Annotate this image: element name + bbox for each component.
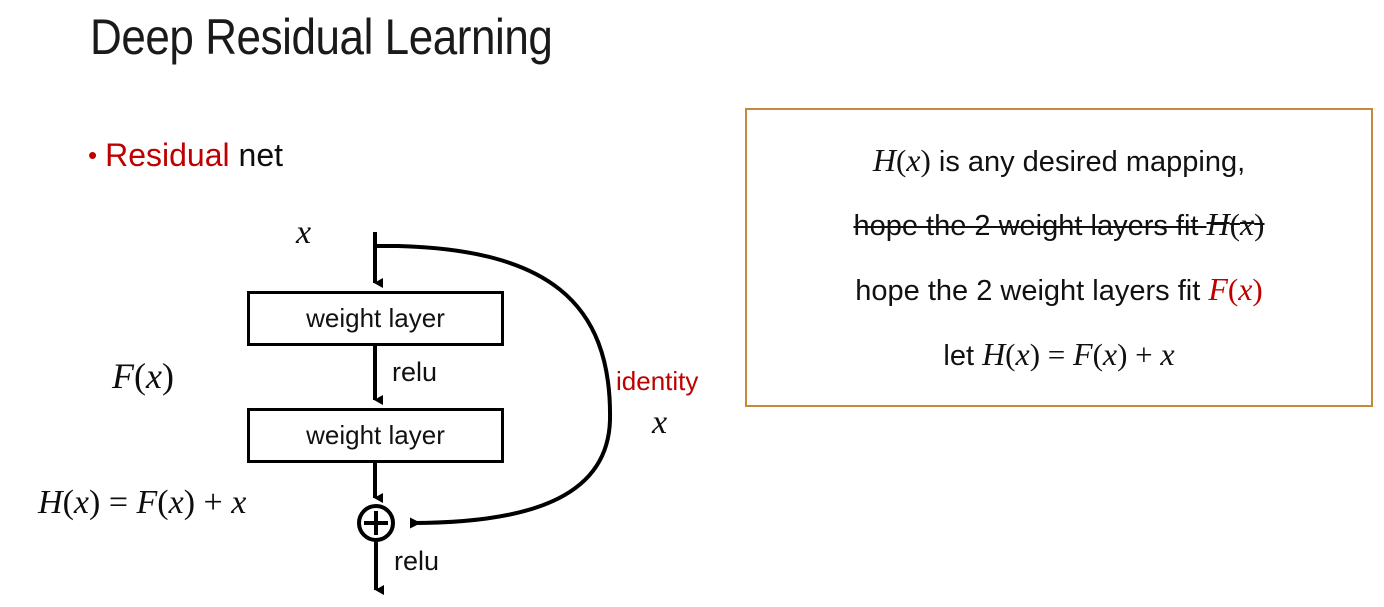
callout-line-let-hx-equals-part-9: ) — [1117, 337, 1128, 373]
eq-symbol-H: H — [38, 484, 63, 521]
eq-symbol-x-2: x — [168, 484, 184, 521]
diagram-residual-function-label: F(x) — [112, 355, 174, 397]
callout-line-let-hx-equals-part-2: ( — [1005, 337, 1016, 373]
callout-line-let-hx-equals-part-0: let — [943, 340, 983, 373]
callout-line-let-hx-equals-part-7: ( — [1092, 337, 1103, 373]
identity-shortcut-value-label: x — [652, 404, 668, 441]
callout-line-let-hx-equals-part-10: + — [1127, 337, 1161, 373]
bullet-rest-text: net — [229, 137, 283, 173]
weight-layer-block-2-label: weight layer — [306, 420, 445, 450]
eq-symbol-x-1: x — [73, 484, 89, 521]
callout-line-desired-mapping: H(x) is any desired mapping, — [873, 142, 1245, 179]
eq-equals: = — [100, 484, 137, 521]
callout-line-hope-fit-hx-part-0: hope the 2 weight layers fit — [853, 210, 1207, 243]
callout-line-hope-fit-fx-part-3: x — [1238, 271, 1253, 308]
eq-paren-open-1: ( — [62, 484, 74, 521]
callout-line-desired-mapping-part-1: ( — [895, 142, 907, 178]
fx-symbol-F: F — [112, 356, 134, 396]
bullet-item-residual-net: •Residual net — [88, 137, 283, 173]
relu-label-output: relu — [394, 546, 440, 576]
callout-line-let-hx-equals-part-6: F — [1073, 336, 1093, 373]
callout-line-hope-fit-hx: hope the 2 weight layers fit H(x) — [853, 206, 1264, 243]
fx-paren-open: ( — [134, 356, 146, 396]
callout-line-hope-fit-fx-part-4: ) — [1252, 272, 1263, 308]
weight-layer-block-1-label: weight layer — [306, 303, 445, 333]
callout-line-let-hx-equals: let H(x) = F(x) + x — [943, 336, 1174, 373]
eq-paren-close-1: ) — [88, 484, 101, 521]
eq-symbol-F: F — [136, 484, 158, 521]
explanation-callout-box: H(x) is any desired mapping,hope the 2 w… — [745, 108, 1373, 407]
diagram-output-equation: H(x) = F(x) + x — [38, 484, 246, 522]
eq-paren-open-2: ( — [157, 484, 169, 521]
callout-line-hope-fit-hx-part-1: H — [1206, 206, 1230, 243]
residual-block-diagram: weight layer weight layer x F(x) relu re… — [38, 214, 699, 595]
fx-paren-close: ) — [161, 356, 174, 396]
diagram-input-label: x — [296, 214, 312, 251]
eq-symbol-x-3: x — [231, 484, 247, 521]
callout-line-hope-fit-hx-part-2: ( — [1229, 207, 1240, 243]
callout-line-hope-fit-hx-part-3: x — [1239, 206, 1255, 243]
page-title: Deep Residual Learning — [90, 9, 553, 65]
callout-line-desired-mapping-part-0: H — [872, 141, 896, 178]
callout-line-desired-mapping-part-3: ) — [920, 142, 931, 178]
callout-line-desired-mapping-part-2: x — [906, 141, 921, 178]
relu-label-mid: relu — [392, 357, 438, 387]
eq-plus: + — [195, 484, 232, 521]
callout-line-hope-fit-fx-part-2: ( — [1227, 272, 1239, 308]
bullet-highlight-text: Residual — [105, 137, 230, 173]
diagram-connectors — [357, 232, 613, 595]
eq-paren-close-2: ) — [183, 484, 196, 521]
weight-layer-block-1: weight layer — [247, 291, 504, 346]
callout-line-let-hx-equals-part-5: = — [1040, 337, 1074, 373]
callout-line-hope-fit-fx: hope the 2 weight layers fit F(x) — [855, 271, 1262, 308]
fx-symbol-x: x — [146, 356, 162, 396]
identity-shortcut-label: identity — [616, 366, 699, 396]
callout-line-let-hx-equals-part-4: ) — [1029, 337, 1041, 373]
callout-line-let-hx-equals-part-1: H — [982, 336, 1006, 373]
identity-shortcut-path — [397, 244, 613, 529]
callout-line-hope-fit-fx-part-1: F — [1208, 271, 1228, 308]
bullet-marker-icon: • — [88, 140, 98, 170]
callout-line-let-hx-equals-part-8: x — [1102, 336, 1118, 373]
callout-line-desired-mapping-part-4: is any desired mapping, — [930, 145, 1246, 178]
callout-line-hope-fit-hx-part-4: ) — [1254, 207, 1265, 243]
weight-layer-block-2: weight layer — [247, 408, 504, 463]
callout-line-let-hx-equals-part-11: x — [1160, 336, 1175, 373]
callout-line-let-hx-equals-part-3: x — [1015, 336, 1030, 373]
callout-line-hope-fit-fx-part-0: hope the 2 weight layers fit — [855, 275, 1209, 308]
